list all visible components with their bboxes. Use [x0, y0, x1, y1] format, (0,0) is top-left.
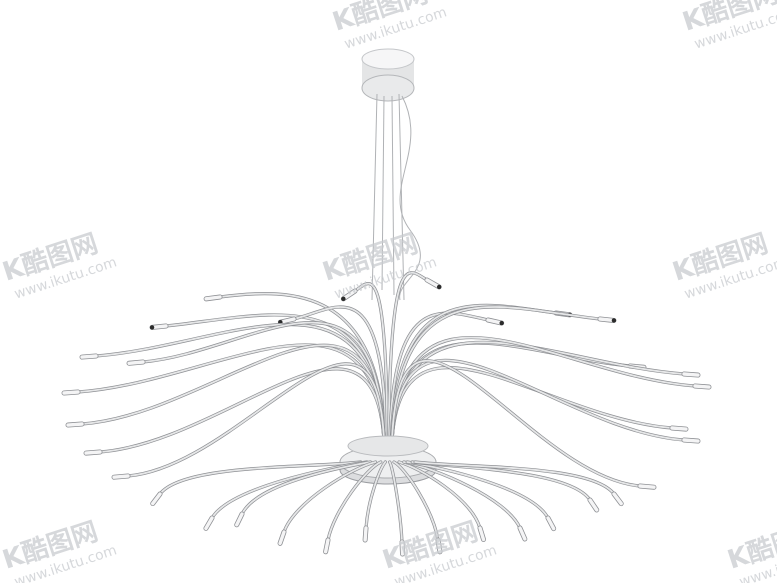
chandelier-arm: [150, 460, 363, 507]
chandelier-arm: [277, 460, 378, 546]
chandelier-arm: [413, 460, 624, 507]
chandelier-arm: [388, 460, 406, 557]
chandelier-arm: [362, 460, 387, 543]
chandelier-arm: [390, 305, 617, 442]
chandelier-arm: [390, 335, 712, 442]
chandelier-arm: [390, 366, 689, 442]
suspension-cables: [371, 93, 421, 301]
chandelier-arm: [111, 362, 386, 480]
chandelier-arm: [390, 358, 701, 444]
chandelier-arm: [340, 282, 389, 442]
ceiling-canopy: [361, 48, 415, 102]
central-hub: [339, 435, 437, 485]
chandelier-arm: [387, 271, 442, 442]
chandelier-arm: [83, 367, 386, 456]
chandelier-arm: [234, 460, 373, 528]
chandelier-arm: [323, 460, 383, 555]
chandelier-arm: [392, 460, 443, 555]
chandelier-arm: [390, 359, 657, 490]
upper-arms: [61, 271, 712, 490]
chandelier-arm: [388, 311, 505, 442]
chandelier-arm: [126, 320, 386, 442]
lower-arms: [150, 460, 624, 557]
chandelier-arm: [277, 305, 388, 442]
chandelier-arm: [397, 460, 487, 542]
chandelier-arm: [61, 343, 386, 442]
